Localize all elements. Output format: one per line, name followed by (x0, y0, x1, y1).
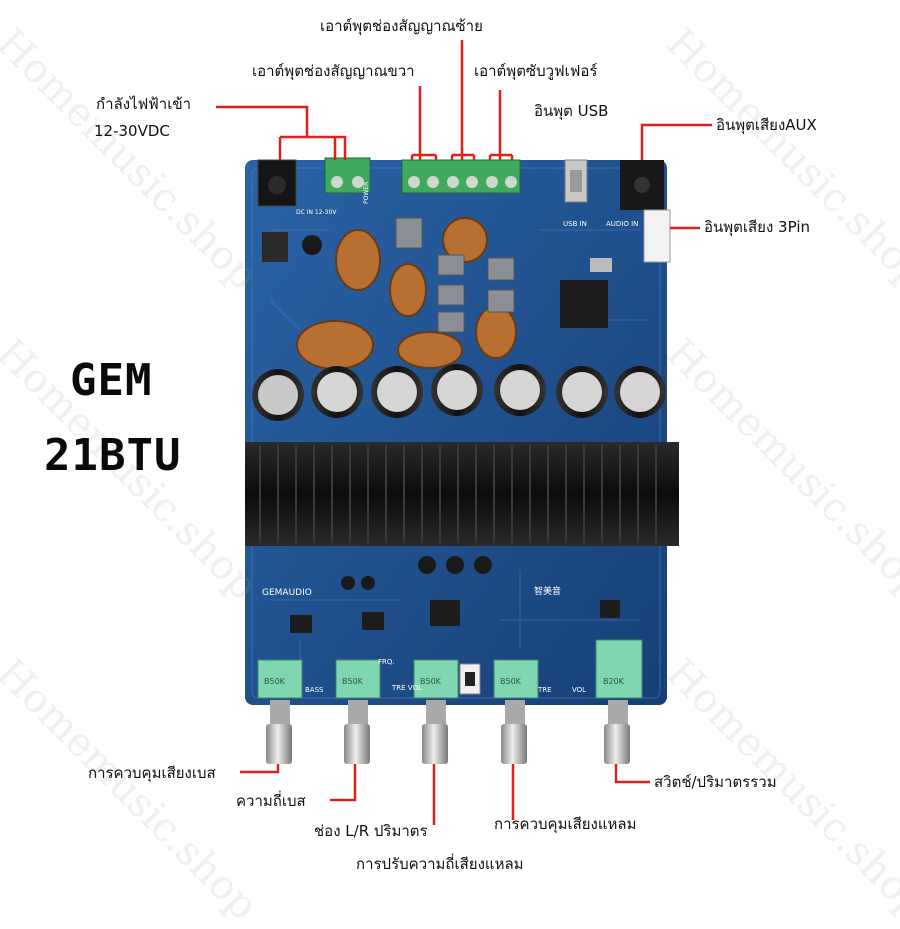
callout-power-in-line2: 12-30VDC (94, 122, 170, 140)
svg-text:B20K: B20K (603, 677, 625, 686)
amplifier-board-image: BASS FRQ. TRE VOL TRE VOL GEMAUDIO 智美音 U… (216, 40, 712, 825)
svg-text:POWER: POWER (363, 182, 370, 204)
svg-text:AUDIO IN: AUDIO IN (606, 220, 638, 228)
callout-aux-input: อินพุตเสียงAUX (716, 116, 817, 134)
callout-treble-frequency: การปรับความถี่เสียงแหลม (356, 855, 524, 873)
svg-text:GEMAUDIO: GEMAUDIO (262, 588, 312, 598)
product-photo: BASS FRQ. TRE VOL TRE VOL GEMAUDIO 智美音 U… (0, 17, 900, 929)
svg-text:B50K: B50K (420, 677, 442, 686)
callout-switch-volume: สวิตช์/ปริมาตรรวม (654, 773, 777, 791)
callout-power-in-line1: กำลังไฟฟ้าเข้า (96, 95, 192, 113)
callout-lr-volume: ช่อง L/R ปริมาตร (314, 822, 428, 840)
svg-text:USB IN: USB IN (563, 220, 587, 228)
svg-text:B50K: B50K (500, 677, 522, 686)
callout-3pin-input: อินพุตเสียง 3Pin (704, 218, 810, 236)
svg-text:FRQ.: FRQ. (378, 658, 395, 666)
model-line-2: 21BTU (44, 430, 182, 481)
callout-sub-output: เอาต์พุตซับวูฟเฟอร์ (474, 62, 598, 80)
callout-treble-control: การควบคุมเสียงแหลม (494, 815, 637, 833)
model-line-1: GEM (70, 355, 153, 406)
callout-right-output: เอาต์พุตช่องสัญญาณขวา (252, 62, 415, 80)
svg-text:B50K: B50K (342, 677, 364, 686)
svg-text:VOL: VOL (572, 686, 586, 694)
callout-left-output: เอาต์พุตช่องสัญญาณซ้าย (320, 17, 483, 35)
svg-text:B50K: B50K (264, 677, 286, 686)
svg-text:TRE: TRE (537, 686, 552, 694)
callout-usb-input: อินพุต USB (534, 102, 609, 120)
svg-text:智美音: 智美音 (534, 585, 561, 597)
callout-bass-frequency: ความถี่เบส (236, 792, 306, 810)
svg-text:TRE VOL: TRE VOL (391, 684, 422, 692)
callout-bass-control: การควบคุมเสียงเบส (88, 764, 216, 782)
svg-text:BASS: BASS (305, 686, 324, 694)
svg-text:DC IN 12-30V: DC IN 12-30V (296, 209, 337, 216)
